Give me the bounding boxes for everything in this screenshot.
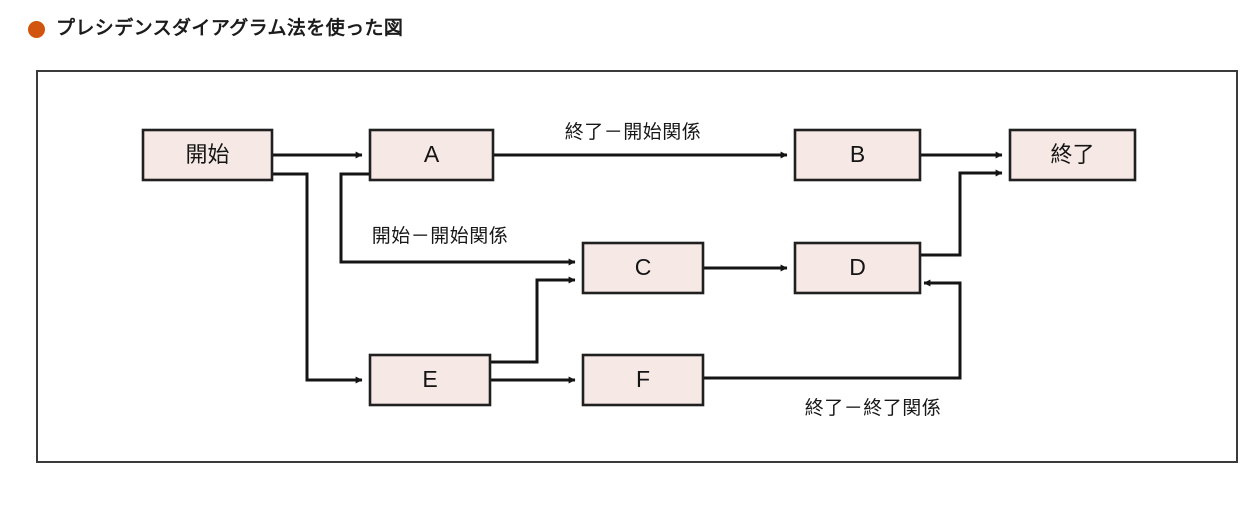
node-end[interactable]: 終了 — [1008, 128, 1137, 182]
node-f-rect[interactable] — [581, 353, 705, 407]
precedence-diagram: 開始 A B 終了 C — [36, 70, 1238, 463]
edge-label-finish-to-finish: 終了－終了関係 — [805, 397, 942, 419]
page-title: プレシデンスダイアグラム法を使った図 — [56, 18, 404, 39]
node-e[interactable]: E — [368, 353, 492, 407]
node-a-label: A — [424, 141, 440, 167]
node-start-rect[interactable] — [141, 128, 274, 182]
node-start-label: 開始 — [185, 142, 229, 167]
node-c[interactable]: C — [581, 241, 705, 295]
node-e-rect[interactable] — [368, 353, 492, 407]
edge-layer — [272, 151, 1003, 384]
edge-e-to-c — [490, 276, 576, 364]
node-c-label: C — [635, 254, 652, 280]
node-b-label: B — [850, 141, 865, 167]
edge-label-finish-to-start: 終了－開始関係 — [565, 121, 702, 143]
node-d-label: D — [849, 254, 866, 280]
node-end-label: 終了 — [1050, 142, 1094, 167]
edge-label-layer: 終了－開始関係 開始－開始関係 終了－終了関係 — [372, 121, 942, 419]
node-b-rect[interactable] — [793, 128, 922, 182]
node-e-label: E — [422, 366, 437, 392]
edge-f-to-d — [703, 279, 962, 380]
node-f-label: F — [636, 366, 650, 392]
node-a-rect[interactable] — [368, 128, 495, 182]
edge-a-to-c — [339, 172, 576, 266]
node-f[interactable]: F — [581, 353, 705, 407]
node-c-rect[interactable] — [581, 241, 705, 295]
diagram-container: 開始 A B 終了 C — [36, 70, 1238, 463]
edge-d-to-end — [920, 169, 1003, 257]
edge-label-start-to-start: 開始－開始関係 — [372, 225, 509, 247]
bullet-circle-icon — [28, 20, 45, 38]
edge-start-to-e — [272, 172, 363, 384]
node-end-rect[interactable] — [1008, 128, 1137, 182]
node-d-rect[interactable] — [793, 241, 922, 295]
node-layer: 開始 A B 終了 C — [141, 128, 1137, 407]
node-b[interactable]: B — [793, 128, 922, 182]
node-d[interactable]: D — [793, 241, 922, 295]
node-a[interactable]: A — [368, 128, 495, 182]
section-heading: プレシデンスダイアグラム法を使った図 — [28, 14, 403, 44]
node-start[interactable]: 開始 — [141, 128, 274, 182]
